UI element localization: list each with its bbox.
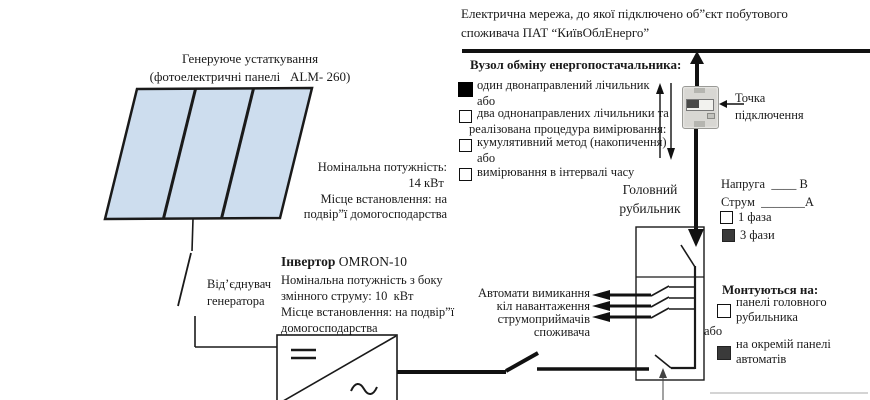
mount-or-label: або bbox=[704, 324, 723, 338]
main-switch-label: Головний рубильник bbox=[619, 182, 681, 216]
generator-title: Генеруюче устаткування (фотоелектричні п… bbox=[149, 51, 351, 84]
flow-down-arrowhead-icon bbox=[667, 148, 675, 160]
main-switch-blade bbox=[680, 244, 696, 268]
down-arrowhead-icon bbox=[688, 229, 704, 247]
checkbox-mount-main-panel[interactable] bbox=[717, 304, 731, 318]
ac-symbol bbox=[350, 383, 378, 395]
load-automats-label: Автомати вимикання кіл навантаження стру… bbox=[477, 286, 590, 339]
solar-panel-divider bbox=[220, 88, 255, 219]
checkbox-bidirectional-meter[interactable] bbox=[458, 82, 473, 97]
network-label: Електрична мережа, до якої підключено об… bbox=[461, 6, 788, 40]
disconnector-label: Від’єднувач генератора bbox=[207, 277, 272, 308]
bottom-switch-blade bbox=[654, 354, 672, 369]
current-label: Струм _______А bbox=[721, 195, 814, 209]
inverter-model: OMRON-10 bbox=[335, 254, 407, 269]
checklist-item-label: два однонаправлених лічильники та bbox=[477, 106, 669, 120]
connection-point-label: Точка підключення bbox=[735, 91, 804, 122]
meter-top-tab bbox=[694, 88, 705, 93]
exchange-node-title: Вузол обміну енергопостачальника: bbox=[470, 57, 682, 72]
main-switch-box bbox=[635, 226, 705, 381]
feeder-switch-blade bbox=[650, 307, 670, 319]
checkbox-phase-1[interactable] bbox=[720, 211, 733, 224]
left-arrowhead-icon bbox=[719, 100, 727, 108]
inverter-name-bold: Інвертор bbox=[281, 254, 336, 269]
up-arrowhead-icon bbox=[690, 51, 704, 64]
load-arrowhead-icon bbox=[592, 290, 610, 300]
solar-panel-divider bbox=[162, 88, 197, 219]
checklist-item-label: один двонаправлений лічильник або bbox=[477, 78, 650, 108]
checkbox-cumulative-method[interactable] bbox=[459, 139, 472, 152]
meter-display bbox=[686, 99, 714, 111]
inverter-specs: Номінальна потужність з боку змінного ст… bbox=[281, 273, 455, 335]
checkbox-interval-measurement[interactable] bbox=[459, 168, 472, 181]
meter-bottom-tab bbox=[694, 121, 705, 127]
mount-option2-label: на окремій панелі автоматів bbox=[736, 337, 831, 366]
ac-switch-blade bbox=[505, 351, 539, 373]
phase-1-label: 1 фаза bbox=[738, 210, 772, 224]
feeder-switch-blade bbox=[650, 296, 670, 308]
inverter-name: Інвертор OMRON-10 bbox=[281, 254, 461, 270]
meter-display-digits bbox=[687, 100, 699, 108]
phase-3-label: 3 фази bbox=[740, 228, 775, 242]
disconnector-blade bbox=[177, 252, 192, 307]
load-arrowhead-icon bbox=[592, 312, 610, 322]
mount-title: Монтуються на: bbox=[722, 282, 819, 297]
voltage-label: Напруга ____ В bbox=[721, 177, 808, 191]
inverter-diagonal bbox=[283, 335, 397, 400]
voltage-field: Напруга ____ В Струм _______А bbox=[721, 175, 861, 211]
meter-button bbox=[707, 113, 715, 119]
small-up-arrowhead-icon bbox=[659, 368, 667, 378]
mount-option1-label: панелі головного рубильника bbox=[736, 295, 827, 324]
dc-wire bbox=[191, 218, 194, 252]
inverter-box bbox=[276, 334, 398, 400]
feeder-switch-blade bbox=[650, 285, 670, 297]
flow-up-arrowhead-icon bbox=[656, 83, 664, 94]
load-arrowhead-icon bbox=[592, 301, 610, 311]
checklist-item-label: вимірювання в інтервалі часу bbox=[477, 165, 635, 179]
checkbox-phase-3[interactable] bbox=[722, 229, 735, 242]
checkbox-mount-separate-panel[interactable] bbox=[717, 346, 731, 360]
generator-specs: Номінальна потужність: 14 кВт Місце вста… bbox=[303, 160, 447, 222]
checklist-item-label: кумулятивний метод (накопичення) або bbox=[477, 135, 667, 165]
solar-panel-icon bbox=[103, 86, 314, 221]
checklist-item-label2: реалізована процедура вимірювання: bbox=[469, 122, 667, 136]
electric-meter-icon bbox=[682, 86, 719, 129]
checkbox-two-meters[interactable] bbox=[459, 110, 472, 123]
